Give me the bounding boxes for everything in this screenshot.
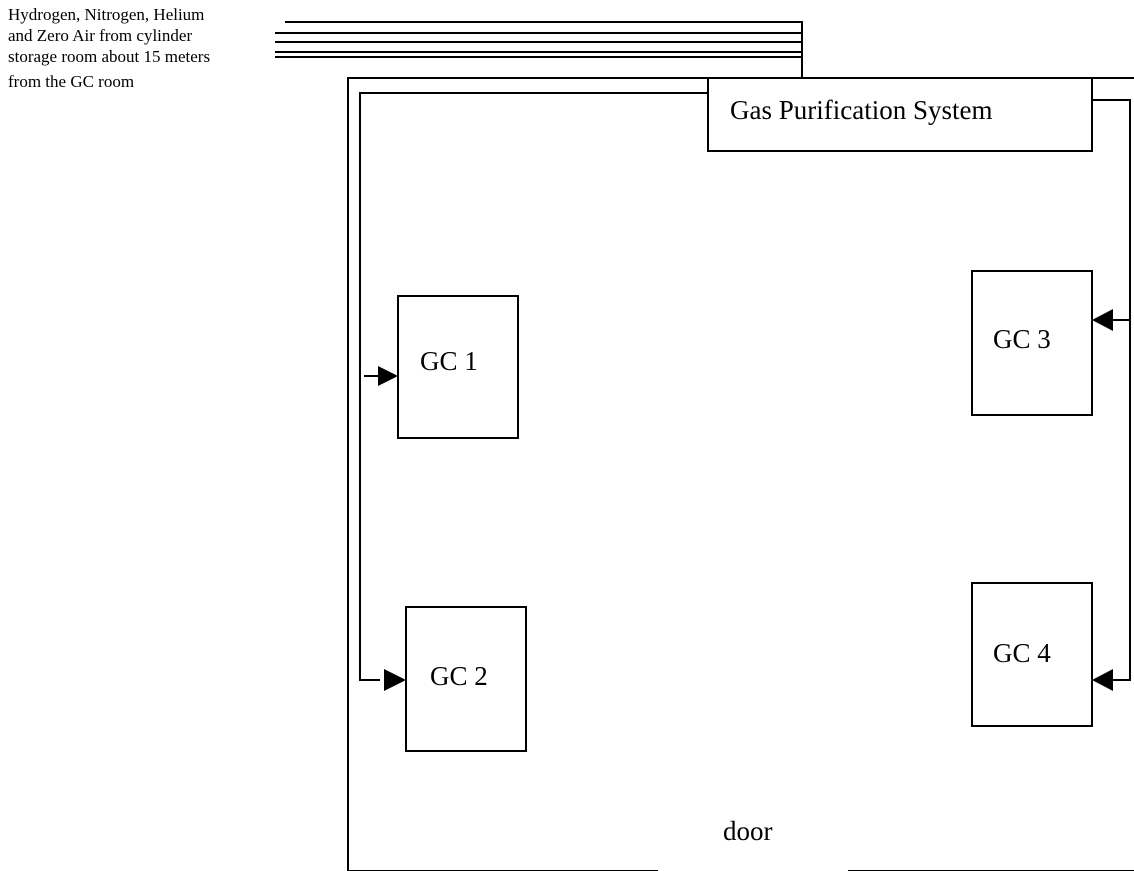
supply-note-line-1: Hydrogen, Nitrogen, Helium <box>8 5 205 24</box>
supply-line-1 <box>285 21 803 78</box>
gc-boxes <box>397 270 1093 752</box>
room-walls <box>347 77 1134 871</box>
gc3-box <box>971 270 1093 416</box>
arrow-to-gc1 <box>378 366 398 386</box>
arrow-to-gc4 <box>1092 669 1113 691</box>
arrow-to-gc3 <box>1092 309 1113 331</box>
door-label: door <box>723 816 773 846</box>
gc2-box <box>405 606 527 752</box>
gc3-label: GC 3 <box>993 324 1051 354</box>
gas-purification-system-box <box>707 77 1093 152</box>
gc4-box <box>971 582 1093 727</box>
gc1-label: GC 1 <box>420 346 478 376</box>
distribution-piping <box>359 92 1131 681</box>
gc2-label: GC 2 <box>430 661 488 691</box>
supply-note-line-3: storage room about 15 meters <box>8 47 211 66</box>
supply-note-line-2: and Zero Air from cylinder <box>8 26 193 45</box>
supply-note-line-4: from the GC room <box>8 72 135 91</box>
supply-lines <box>275 21 803 78</box>
room-wall-left-top-right <box>347 77 1134 871</box>
flow-arrows <box>378 309 1113 691</box>
pipe-right-main <box>1092 99 1131 681</box>
pipe-left-main <box>359 92 708 681</box>
arrow-to-gc2 <box>384 669 406 691</box>
gc1-box <box>397 295 519 439</box>
gc4-label: GC 4 <box>993 638 1051 668</box>
gas-purification-system-label: Gas Purification System <box>730 95 993 125</box>
